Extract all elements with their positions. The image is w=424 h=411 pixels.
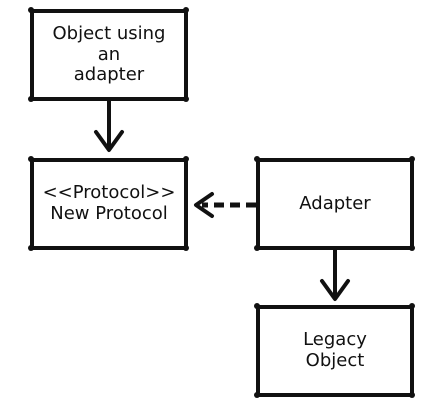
node-new-protocol: <<Protocol>> New Protocol [30,158,188,250]
arrowhead-protocol-side [194,192,214,218]
node-legacy-object: Legacy Object [256,305,414,397]
corner-dot [254,245,260,251]
corner-dot [183,156,189,162]
corner-dot [28,96,34,102]
corner-dot [254,392,260,398]
corner-dot [254,156,260,162]
corner-dot [409,392,415,398]
node-label: Adapter [299,192,371,214]
corner-dot [28,7,34,13]
corner-dot [183,96,189,102]
corner-dot [409,245,415,251]
arrowhead-legacy-top [320,279,350,301]
node-object-using-adapter: Object using an adapter [30,9,188,101]
corner-dot [28,156,34,162]
corner-dot [28,245,34,251]
corner-dot [254,303,260,309]
arrowhead-protocol-top [94,130,124,152]
corner-dot [409,156,415,162]
corner-dot [183,7,189,13]
node-label: Legacy Object [303,329,367,371]
node-label: <<Protocol>> New Protocol [42,182,176,224]
node-adapter: Adapter [256,158,414,250]
corner-dot [409,303,415,309]
corner-dot [183,245,189,251]
node-label: Object using an adapter [52,22,166,86]
